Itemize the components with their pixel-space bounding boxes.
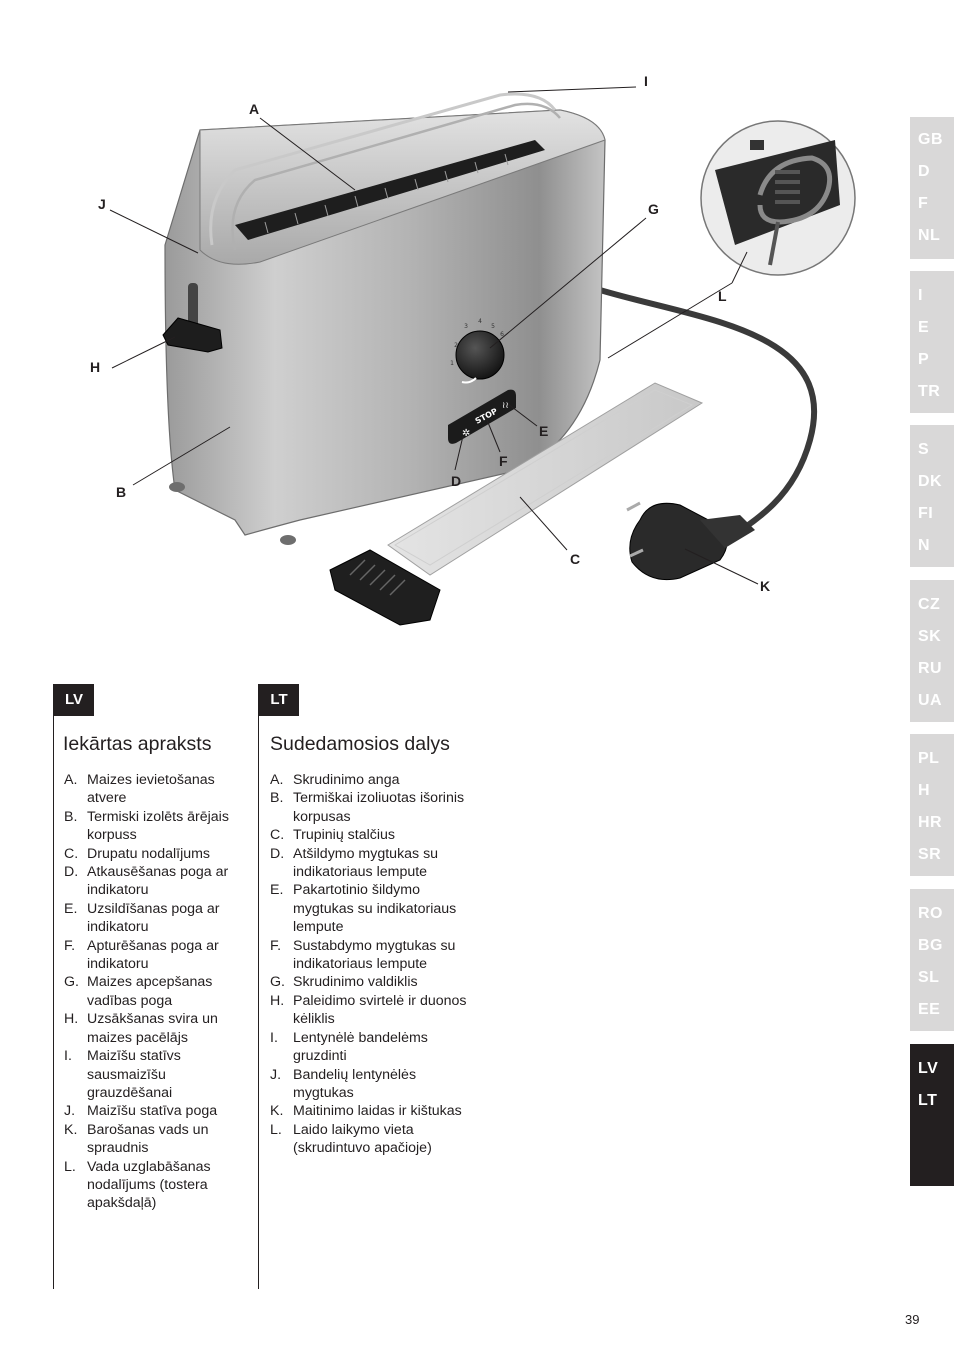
lang-f[interactable]: F [918, 195, 929, 212]
lang-tab-lt: LT [259, 684, 299, 716]
dial-mark: 5 [491, 323, 495, 330]
lang-bg[interactable]: BG [918, 937, 943, 954]
lang-e[interactable]: E [918, 319, 930, 336]
section-title-lt: Sudedamosios dalys [270, 733, 450, 755]
list-item: D.Atkausēšanas poga ar indikatoru [64, 864, 229, 899]
callout-i: I [644, 73, 648, 89]
list-item: G.Maizes apcepšanas vadības poga [64, 974, 213, 1009]
list-item: D.Atšildymo mygtukas su indikatoriaus le… [270, 845, 439, 881]
list-item: G.Skrudinimo valdiklis [270, 974, 418, 991]
parts-list-lt: A.Skrudinimo anga B.Termiškai izoliuotas… [270, 771, 470, 1158]
lang-group-1[interactable]: GB D F NL [910, 117, 954, 259]
callout-d: D [451, 473, 462, 489]
section-title-lv: Iekārtas apraksts [63, 733, 212, 755]
toaster-body [162, 92, 606, 545]
lang-dk[interactable]: DK [918, 473, 943, 490]
list-item: H.Paleidimo svirtelė ir duonos kėliklis [270, 992, 467, 1028]
lang-gb[interactable]: GB [918, 131, 943, 148]
list-item: I.Maizīšu statīvs sausmaizīšu grauzdēšan… [64, 1048, 181, 1101]
list-item: L.Laido laikymo vieta (skrudintuvo apači… [270, 1121, 432, 1157]
list-item: A.Maizes ievietošanas atvere [64, 772, 215, 807]
toaster-illustration: 4 5 3 6 2 1 ✲ STOP ≀≀ [90, 73, 856, 626]
list-item: J.Maizīšu statīva poga [64, 1103, 218, 1120]
lang-tr[interactable]: TR [918, 383, 941, 400]
callout-j: J [98, 196, 106, 212]
list-item: E.Uzsildīšanas poga ar indikatoru [64, 900, 220, 936]
callout-e: E [539, 423, 549, 439]
list-item: F.Sustabdymo mygtukas su indikatoriaus l… [270, 937, 456, 973]
browning-dial: 4 5 3 6 2 1 [450, 318, 505, 384]
lang-ru[interactable]: RU [918, 660, 943, 677]
dial-mark: 1 [450, 360, 454, 367]
list-item: K.Barošanas vads un spraudnis [64, 1121, 209, 1157]
lang-group-5[interactable]: PL H HR SR [910, 734, 954, 876]
page-number: 39 [905, 1312, 920, 1327]
list-item: B.Termiski izolēts ārējais korpuss [64, 808, 229, 844]
lang-group-7-active[interactable]: LV LT [910, 1044, 954, 1186]
callout-c: C [570, 551, 581, 567]
defrost-icon: ✲ [462, 428, 470, 439]
lang-group-4[interactable]: CZ SK RU UA [910, 580, 954, 722]
lang-tab-lv: LV [54, 684, 94, 716]
lang-hr[interactable]: HR [918, 814, 943, 831]
lang-group-6[interactable]: RO BG SL EE [910, 889, 954, 1031]
lang-n[interactable]: N [918, 537, 931, 554]
callout-b: B [116, 484, 127, 500]
lang-s[interactable]: S [918, 441, 930, 458]
power-cord [597, 287, 818, 551]
list-item: C.Drupatu nodalījums [64, 845, 211, 862]
lang-sl[interactable]: SL [918, 969, 940, 986]
power-plug [626, 501, 755, 581]
lang-pl[interactable]: PL [918, 750, 940, 767]
list-item: C.Trupinių stalčius [270, 827, 395, 844]
crumb-tray [329, 382, 704, 626]
lang-nl[interactable]: NL [918, 227, 941, 244]
dial-mark: 3 [464, 323, 468, 330]
lang-ee[interactable]: EE [918, 1001, 941, 1018]
callout-g: G [648, 201, 659, 217]
dial-mark: 4 [478, 318, 482, 325]
lang-cz[interactable]: CZ [918, 596, 941, 613]
column-rule-lt [258, 684, 259, 1289]
callout-k: K [760, 578, 771, 594]
dial-mark: 2 [454, 342, 458, 349]
list-item: B.Termiškai izoliuotas išorinis korpusas [270, 790, 465, 825]
list-item: H.Uzsākšanas svira un maizes pacēlājs [64, 1011, 218, 1046]
list-item: E.Pakartotinio šildymo mygtukas su indik… [270, 882, 457, 936]
lang-i[interactable]: I [918, 287, 923, 304]
lang-h[interactable]: H [918, 782, 931, 799]
leader-lines [109, 86, 759, 585]
lang-ua[interactable]: UA [918, 692, 943, 709]
control-panel: ✲ STOP ≀≀ [448, 389, 516, 444]
callout-a: A [249, 101, 260, 117]
callout-f: F [499, 453, 508, 469]
list-item: J.Bandelių lentynėlės mygtukas [270, 1066, 417, 1101]
lang-p[interactable]: P [918, 351, 930, 368]
lang-fi[interactable]: FI [918, 505, 934, 522]
lang-sk[interactable]: SK [918, 628, 942, 645]
lang-lt[interactable]: LT [918, 1092, 938, 1109]
reheat-icon: ≀≀ [502, 401, 509, 411]
toaster-drawing: 4 5 3 6 2 1 ✲ STOP ≀≀ [109, 86, 856, 626]
cord-storage-inset [700, 120, 856, 276]
callout-l: L [718, 288, 727, 304]
dial-mark: 6 [500, 331, 504, 338]
lang-sr[interactable]: SR [918, 846, 942, 863]
column-rule-lv [53, 684, 54, 1289]
parts-list-lv: A.Maizes ievietošanas atvere B.Termiski … [64, 771, 244, 1213]
list-item: F.Apturēšanas poga ar indikatoru [64, 937, 219, 973]
list-item: K.Maitinimo laidas ir kištukas [270, 1103, 462, 1120]
list-item: L.Vada uzglabāšanas nodalījums (tostera … [64, 1158, 211, 1212]
lang-d[interactable]: D [918, 163, 931, 180]
lang-group-3[interactable]: S DK FI N [910, 425, 954, 567]
list-item: A.Skrudinimo anga [270, 772, 400, 788]
list-item: I.Lentynėlė bandelėms gruzdinti [270, 1029, 428, 1065]
lang-group-2[interactable]: I E P TR [910, 271, 954, 413]
lang-ro[interactable]: RO [918, 905, 943, 922]
callout-h: H [90, 359, 101, 375]
lang-lv[interactable]: LV [918, 1060, 939, 1077]
